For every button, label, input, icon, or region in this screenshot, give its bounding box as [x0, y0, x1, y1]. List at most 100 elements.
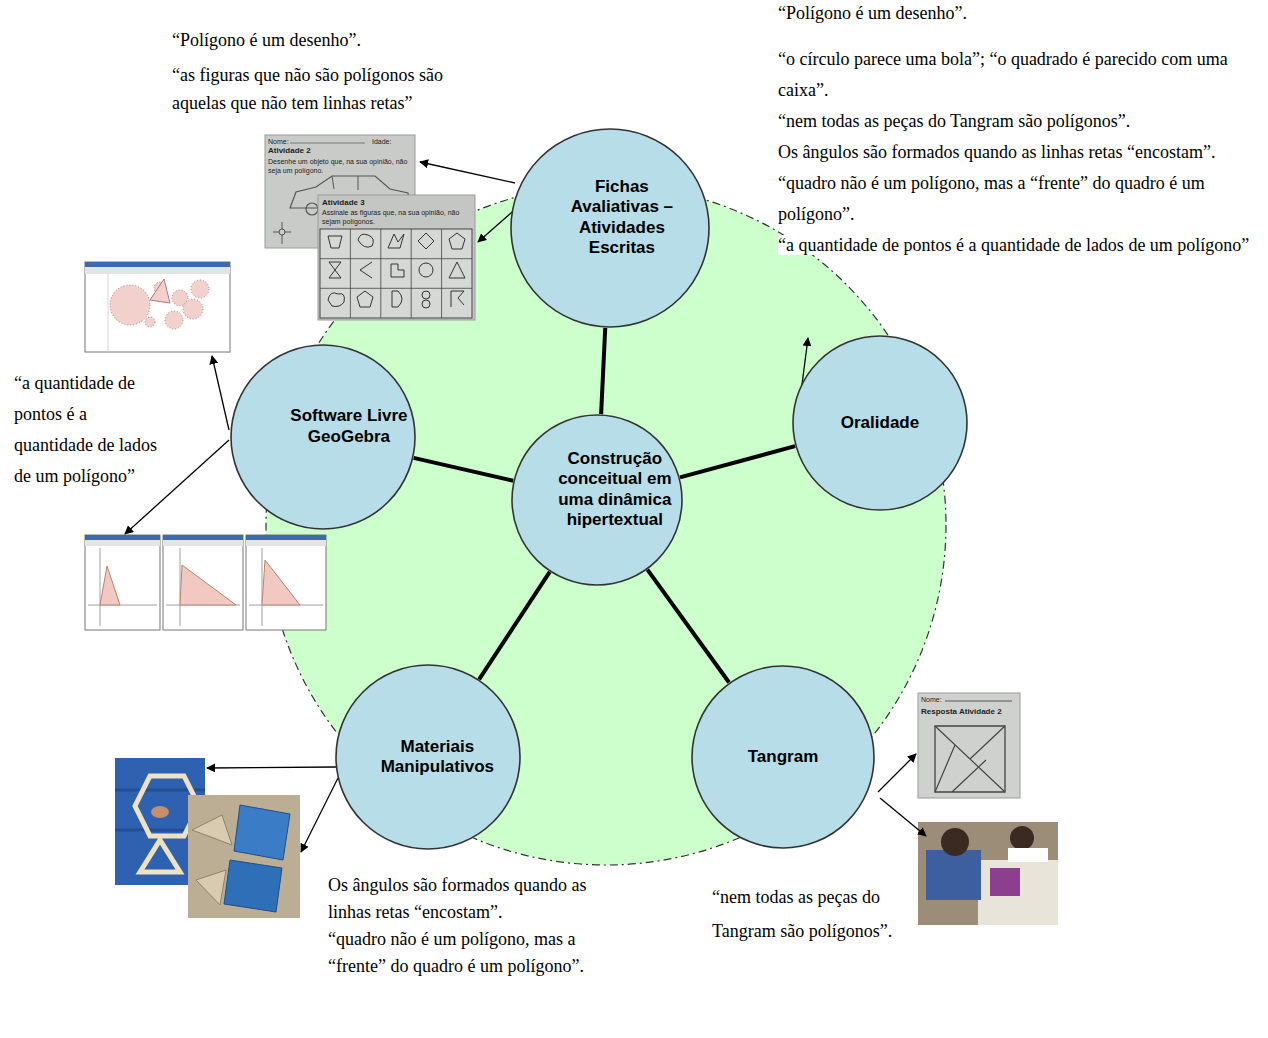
node-texts: Fichas Avaliativas – Atividades Escritas	[566, 177, 678, 259]
software-screenshot-part	[145, 317, 155, 327]
node-label: Construção conceitual em uma dinâmica hi…	[549, 449, 681, 531]
worksheet-photo-part	[945, 701, 1012, 702]
worksheet-photo-part	[306, 203, 318, 215]
circle-shape	[692, 666, 874, 848]
concept-circle: Tangram	[691, 665, 875, 849]
connector-line	[680, 446, 795, 477]
concept-circle: Oralidade	[792, 335, 968, 511]
circle-shape	[336, 665, 520, 849]
quote-text: “a quantidade de pontos é a quantidade d…	[14, 373, 157, 486]
software-screenshot-part	[163, 535, 243, 540]
quote-text: “o círculo parece uma bola”; “o quadrado…	[778, 49, 1228, 100]
sheet-text: Desenhe um objeto que, na sua opinião, n…	[268, 158, 407, 174]
sheet-text: Assinale as figuras que, na sua opinião,…	[322, 209, 459, 225]
software-screenshot-part	[150, 279, 170, 303]
quote-box: “as figuras que não são polígonos são aq…	[172, 61, 492, 117]
sheet-text: Nome:	[921, 696, 942, 703]
concept-circle: Materiais Manipulativos	[335, 664, 521, 850]
worksheet-photo-part	[918, 693, 1020, 798]
worksheet-photo-part	[328, 293, 344, 307]
software-screenshot-part	[85, 535, 160, 540]
worksheet-photo-part	[422, 291, 430, 299]
classroom-photo-part	[234, 805, 290, 860]
classroom-photo-part	[941, 828, 969, 856]
software-screenshot-part	[166, 548, 240, 626]
concept-circle: Construção conceitual em uma dinâmica hi…	[511, 414, 683, 586]
connector-line	[601, 328, 605, 414]
software-screenshot-part	[262, 560, 300, 605]
worksheet-photo-part	[418, 233, 434, 249]
leader-arrow-part	[420, 162, 515, 183]
software-screenshot-part	[246, 540, 326, 546]
quote-text: “Polígono é um desenho”.	[778, 3, 967, 23]
software-screenshot-part	[163, 540, 243, 546]
software-screenshot-part	[165, 311, 183, 329]
quote-text: “quadro não é um polígono, mas a “frente…	[328, 929, 584, 976]
quote-box: Os ângulos são formados quando as linhas…	[328, 872, 603, 926]
node-texts: Oralidade	[841, 413, 919, 433]
sheet-text-box: Assinale as figuras que, na sua opinião,…	[322, 208, 472, 226]
quote-box: “Polígono é um desenho”.	[778, 0, 1260, 26]
software-screenshot-part	[108, 274, 109, 352]
worksheet-photo-part	[279, 229, 285, 235]
software-screenshot-part	[163, 535, 243, 630]
worksheet-photo-part	[332, 176, 334, 189]
classroom-photo	[188, 795, 300, 918]
circle-shape	[511, 129, 709, 327]
classroom-photo-part	[918, 822, 1058, 925]
quote-box: “nem todas as peças do Tangram são políg…	[778, 106, 1260, 137]
software-screenshot-part	[85, 540, 160, 546]
classroom-photo-part	[151, 806, 169, 818]
classroom-photo-part	[224, 860, 282, 912]
sheet-text: Resposta Atividade 2	[921, 707, 1002, 716]
worksheet-photo-part	[328, 233, 465, 308]
sheet-text-box: Desenhe um objeto que, na sua opinião, n…	[268, 157, 412, 175]
quote-text: Os ângulos são formados quando as linhas…	[778, 142, 1215, 162]
quote-text: “nem todas as peças do Tangram são políg…	[712, 887, 892, 941]
node-label: Software Livre GeoGebra	[282, 406, 416, 447]
software-screenshot-part	[85, 535, 160, 630]
quote-text: “a quantidade de pontos é a quantidade d…	[778, 235, 1249, 255]
node-label: Fichas Avaliativas – Atividades Escritas	[566, 177, 678, 259]
quote-box: “o círculo parece uma bola”; “o quadrado…	[778, 44, 1260, 106]
sheet-text-box: Atividade 3	[322, 198, 462, 208]
classroom-photo	[918, 822, 1058, 925]
software-screenshot-part	[85, 267, 230, 274]
worksheet-photo-part	[419, 263, 433, 277]
sheet-text: Atividade 3	[322, 198, 365, 207]
sheet-text-box: Nome:	[268, 137, 308, 146]
sheet-text-box: Idade:	[372, 137, 412, 146]
quote-text: “quadro não é um polígono, mas a “frente…	[778, 173, 1205, 224]
node-texts: Tangram	[748, 747, 819, 767]
concept-circle: Software Livre GeoGebra	[230, 344, 416, 530]
quote-box: Os ângulos são formados quando as linhas…	[778, 137, 1260, 168]
worksheet-photo-part	[449, 233, 465, 249]
worksheet-photo-part	[358, 234, 373, 247]
worksheet-photo-part	[449, 262, 465, 278]
worksheet-photo-part	[422, 300, 430, 308]
software-screenshot-part	[100, 566, 120, 605]
classroom-photo-part	[990, 868, 1020, 896]
worksheet-photo-part	[935, 726, 1005, 792]
worksheet-photo-part	[290, 143, 365, 144]
worksheet-photo-part	[357, 291, 373, 307]
quote-box: “Polígono é um desenho”.	[172, 26, 492, 54]
classroom-photo-part	[926, 850, 981, 900]
software-screenshot-part	[191, 280, 209, 298]
quote-text: “nem todas as peças do Tangram são políg…	[778, 111, 1130, 131]
sheet-text-box: Resposta Atividade 2	[921, 707, 1019, 717]
quote-box: “nem todas as peças do Tangram são políg…	[712, 880, 912, 948]
worksheet-photo-part	[360, 262, 372, 278]
quote-box: “quadro não é um polígono, mas a “frente…	[778, 168, 1260, 230]
sheet-text-box: Atividade 2	[268, 146, 408, 156]
software-screenshot-part	[85, 262, 230, 267]
software-screenshot-part	[85, 262, 230, 352]
node-label: Tangram	[748, 747, 819, 767]
circle-shape	[793, 336, 967, 510]
classroom-photo-part	[1010, 826, 1034, 850]
sheet-text: Nome:	[268, 138, 289, 145]
software-screenshot-part	[110, 285, 150, 325]
quote-box: “a quantidade de pontos é a quantidade d…	[778, 230, 1260, 261]
node-texts: Software Livre GeoGebra	[282, 406, 416, 447]
